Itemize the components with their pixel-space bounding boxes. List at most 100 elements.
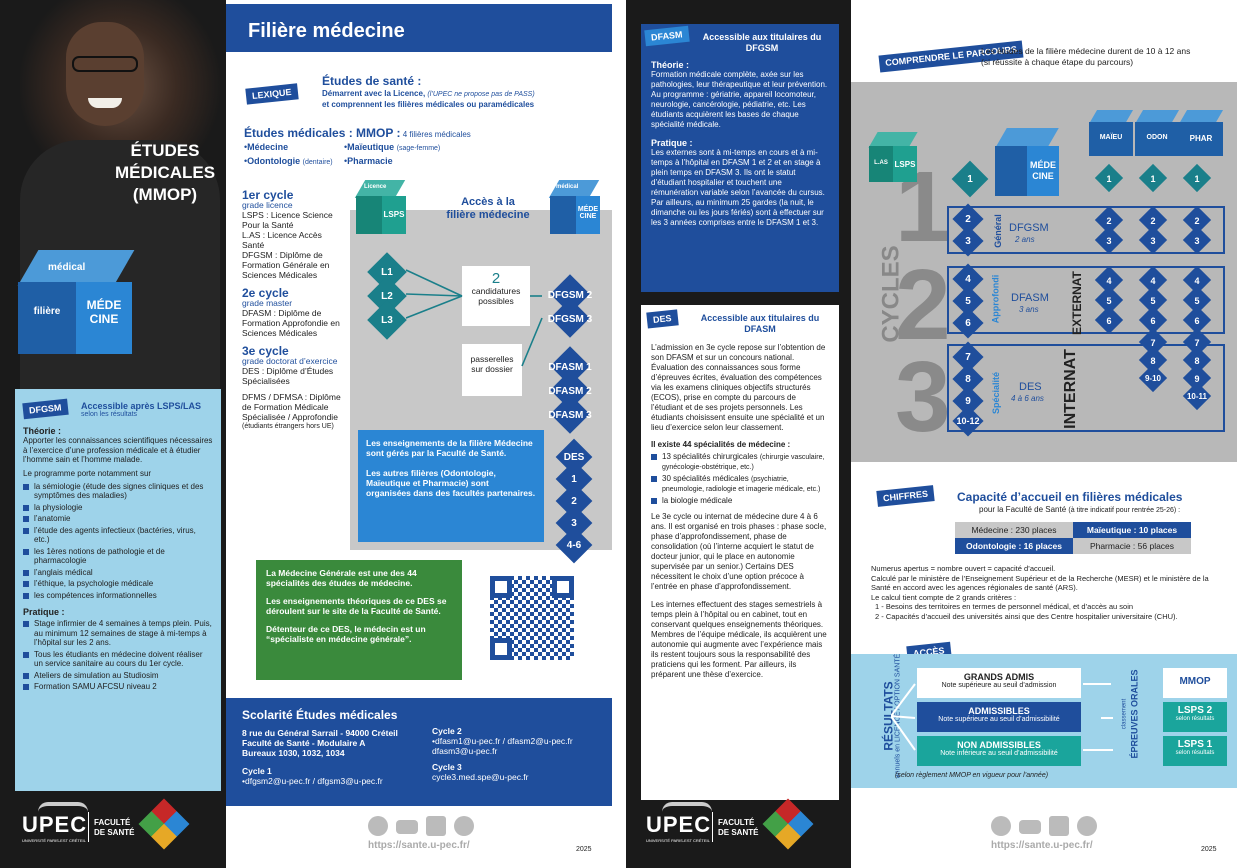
instagram-icon[interactable] [991,816,1011,836]
dfasm-theorie-text: Formation médicale complète, axée sur le… [651,70,828,129]
dfgsm-tag: DFGSM [22,398,69,420]
faculty-logo-cube [138,798,190,850]
lexique-tag: LEXIQUE [245,83,299,105]
des-row-dur: 4 à 6 ans [1011,394,1044,403]
des-box: DES Accessible aux titulaires du DFASM L… [641,305,839,800]
list-item: Stage infirmier de 4 semaines à temps pl… [23,619,213,648]
dfgsm3-label: DFGSM 3 [547,314,593,325]
dfasm-row-name: DFASM [1011,292,1049,304]
medecine-generale-box: La Médecine Générale est une des 44 spéc… [256,560,462,680]
list-item: 30 spécialités médicales (psychiatrie, p… [651,474,829,494]
des-p1: L’admission en 3e cycle repose sur l’obt… [651,343,826,432]
pratique-title: Pratique : [23,607,65,617]
medecine-cube-right: MÉDE CINE [991,128,1063,202]
glasses-shape [72,56,138,72]
mmop-box: MMOP [1163,668,1227,698]
des2-label: 2 [571,496,577,507]
phar-cube: PHAR [1177,110,1225,160]
theorie-text: Apporter les connaissances scientifiques… [23,436,213,464]
list-item: la sémiologie (étude des signes clinique… [23,482,213,501]
dfgsm-heading: Accessible après LSPS/LAS [81,401,202,411]
candidatures-box: 2 candidatures possibles [462,266,530,326]
passerelles-box: passerelles sur dossier [462,344,522,396]
list-item: l’éthique, la psychologie médicale [23,579,213,589]
linkedin-icon[interactable] [1049,816,1069,836]
des3-label: 3 [571,518,577,529]
des-tag: DES [646,309,679,329]
lsps2-box: LSPS 2 selon résultats [1163,702,1227,732]
l1-label: L1 [381,267,393,278]
list-item: la physiologie [23,503,213,513]
des-p2: Le 3e cycle ou internat de médecine dure… [651,512,827,591]
dfasm-theorie-title: Théorie : [651,60,690,70]
row-approfondi [947,266,1225,334]
pratique-list: Stage infirmier de 4 semaines à temps pl… [23,619,213,692]
des46-label: 4-6 [566,540,582,551]
capacite-title: Capacité d’accueil en filières médicales [957,490,1183,504]
access-arrows [406,269,543,367]
dfasm-heading: Accessible aux titulaires du DFGSM [702,32,822,53]
des-count-title: Il existe 44 spécialités de médecine : [651,440,791,449]
page-title: ÉTUDES MÉDICALES (MMOP) [114,141,216,204]
footer-url-right[interactable]: https://sante.u-pec.fr/ [991,840,1093,851]
list-item: les 1ères notions de pathologie et de ph… [23,547,213,566]
row-specialite [947,344,1225,432]
footer-year: 2025 [576,846,592,853]
des-label: DES [563,452,585,463]
places-odontologie: Odontologie : 16 places [955,538,1073,554]
theorie-title: Théorie : [23,426,62,436]
licence-cube-right: L.AS LSPS [867,132,919,188]
list-item: l’étude des agents infectieux (bactéries… [23,526,213,545]
dfasm-pratique-title: Pratique : [651,138,693,148]
admissibles-box: ADMISSIBLES Note supérieure au seuil d’a… [917,702,1081,732]
etudes-sante-desc: Démarrent avec la Licence, (l’UPEC ne pr… [322,89,535,109]
reglement-note: (selon règlement MMOP en vigueur pour l’… [895,772,1049,779]
linkedin-icon[interactable] [426,816,446,836]
internat-label: INTERNAT [1061,349,1079,429]
programme-intro: Le programme porte notamment sur [23,468,152,478]
chiffres-tag: CHIFFRES [876,485,935,507]
instagram-icon[interactable] [368,816,388,836]
des-row-name: DES [1019,381,1042,393]
list-item: la biologie médicale [651,496,829,506]
capacite-notes: Numerus apertus = nombre ouvert = capaci… [871,564,1209,621]
list-item: Formation SAMU AFCSU niveau 2 [23,682,213,692]
dfgsm-row-name: DFGSM [1009,222,1049,234]
mmop-block: Études médicales : MMOP : 4 filières méd… [244,126,471,166]
places-medecine: Médecine : 230 places [955,522,1073,538]
youtube-icon[interactable] [1019,820,1041,834]
des-p3: Les internes effectuent des stages semes… [651,600,827,679]
des-specialites-list: 13 spécialités chirurgicales (chirurgie … [651,452,829,506]
facebook-icon[interactable] [1077,816,1097,836]
list-item: les compétences informationnelles [23,591,213,601]
face-shape [66,22,144,126]
middle-logo: UPEC UNIVERSITÉ PARIS-EST CRÉTEIL FACULT… [644,798,844,850]
places-grid: Médecine : 230 places Maïeutique : 10 pl… [955,522,1191,554]
list-item: 13 spécialités chirurgicales (chirurgie … [651,452,829,472]
footer-url[interactable]: https://sante.u-pec.fr/ [368,840,470,851]
cycle-num-3: 3 [895,341,951,453]
des-heading: Accessible aux titulaires du DFASM [700,313,820,334]
acces-arrows [891,683,1113,751]
l2-label: L2 [381,291,393,302]
specialite-label: Spécialité [991,371,1002,415]
list-item: Tous les étudiants en médecine doivent r… [23,650,213,669]
center-title: Filière médecine [248,20,405,42]
qr-code[interactable] [486,572,578,664]
odon-cube: ODON [1133,110,1181,160]
medecine-cube-small: MÉDE CINE médical [546,180,602,240]
dfasm-box: DFASM Accessible aux titulaires du DFGSM… [641,24,839,292]
youtube-icon[interactable] [396,820,418,834]
list-item: Ateliers de simulation au Studiosim [23,671,213,681]
row-general [947,206,1225,254]
center-title-bar [226,4,612,52]
dfgsm-subheading: selon les résultats [81,411,138,418]
dfasm3-label: DFASM 3 [548,410,592,421]
facebook-icon[interactable] [454,816,474,836]
center-panel: Filière médecine LEXIQUE Études de santé… [226,0,612,868]
dfasm-tag: DFASM [644,25,690,47]
dfasm-row-dur: 3 ans [1019,305,1039,314]
dfgsm2-label: DFGSM 2 [547,290,593,301]
